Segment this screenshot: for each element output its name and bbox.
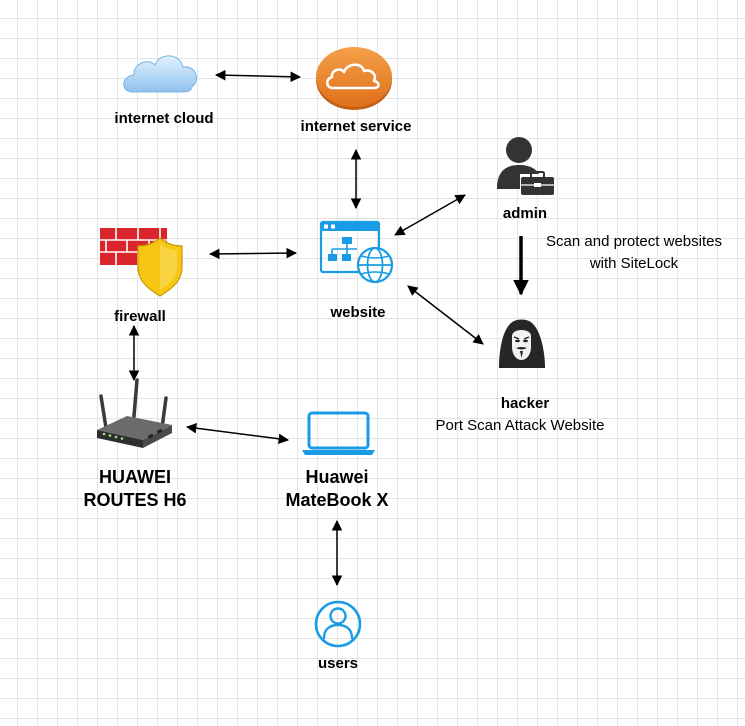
edge-router-laptop — [185, 422, 290, 445]
internet-cloud-label: internet cloud — [114, 110, 214, 127]
admin-label: admin — [502, 205, 548, 222]
firewall-icon — [100, 228, 183, 297]
hacker-label: hacker — [500, 395, 550, 412]
router-icon — [97, 378, 172, 448]
firewall-label: firewall — [114, 308, 166, 325]
router-label-line1: HUAWEI — [99, 467, 171, 487]
edge-website-admin — [394, 194, 466, 236]
hacker-note: Port Scan Attack Website — [435, 417, 605, 434]
scan-annotation-line1: Scan and protect websites — [546, 233, 722, 250]
laptop-label-line1: Huawei — [305, 467, 369, 487]
edge-cloud-service — [214, 69, 302, 83]
router-label-line2: ROUTES H6 — [83, 490, 187, 510]
users-label: users — [317, 655, 359, 672]
edge-firewall-website — [208, 247, 298, 260]
website-label: website — [330, 304, 386, 321]
laptop-icon — [302, 411, 375, 455]
website-icon — [319, 220, 394, 284]
internet-service-label: internet service — [300, 118, 412, 135]
cloud-service-icon — [316, 47, 392, 110]
hacker-icon — [499, 319, 545, 368]
cloud-icon — [123, 55, 198, 93]
scan-annotation-line2: with SiteLock — [589, 255, 679, 272]
laptop-label-line2: MateBook X — [285, 490, 389, 510]
edge-website-hacker — [407, 285, 484, 345]
user-circle-icon — [314, 600, 362, 648]
edges — [128, 69, 529, 587]
admin-user-icon — [497, 137, 554, 195]
